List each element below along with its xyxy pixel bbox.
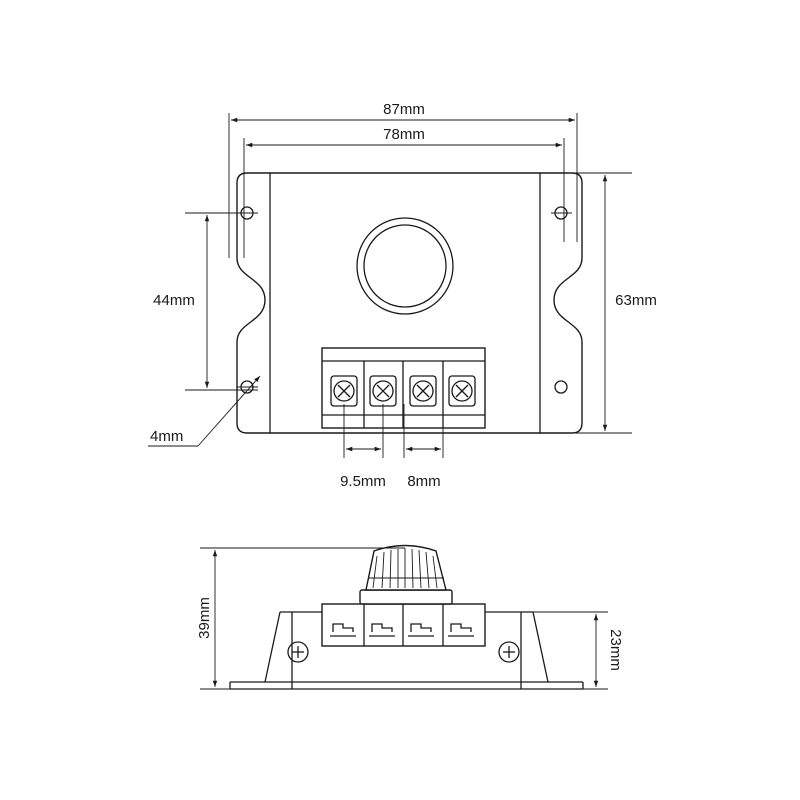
top-view: 87mm 78mm 44mm 63mm 4mm 9.5mm 8mm: [148, 101, 657, 490]
label-9-5mm: 9.5mm: [340, 473, 386, 490]
side-screw-right: [498, 641, 520, 663]
label-44mm: 44mm: [153, 292, 195, 309]
leader-4mm: [197, 375, 261, 447]
label-4mm: 4mm: [150, 428, 183, 445]
label-8mm: 8mm: [407, 473, 440, 490]
side-screw-left: [287, 641, 309, 663]
label-87mm: 87mm: [383, 101, 425, 118]
side-knob: [359, 544, 453, 605]
knob-outer-ring: [356, 217, 454, 315]
terminal-screw-3: [409, 375, 437, 407]
side-view: 39mm 23mm: [196, 544, 624, 690]
label-78mm: 78mm: [383, 126, 425, 143]
label-63mm: 63mm: [615, 292, 657, 309]
terminal-screw-4: [448, 375, 476, 407]
label-39mm: 39mm: [196, 597, 213, 639]
knob-inner-ring: [363, 224, 447, 308]
label-23mm: 23mm: [607, 629, 624, 671]
mount-hole-bottom-right: [554, 380, 568, 394]
